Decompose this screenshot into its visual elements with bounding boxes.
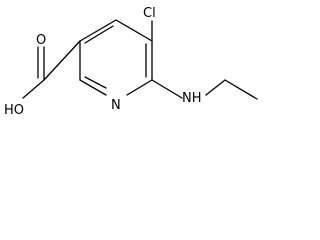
bond-c3-carboxyl xyxy=(43,40,81,81)
ring-nitrogen-label: N xyxy=(111,98,121,113)
bond-carboxyl-oh xyxy=(22,79,45,99)
bond-nh-ch2 xyxy=(205,79,226,96)
bond-n1-c2-inner xyxy=(84,76,107,89)
bond-c3-c4-inner xyxy=(84,25,114,44)
bond-c6-nh xyxy=(151,79,183,99)
amine-label: NH xyxy=(182,91,202,106)
bond-c3-c4 xyxy=(79,19,117,42)
bond-c6-n1 xyxy=(126,79,153,96)
carbonyl-oxygen-label: O xyxy=(36,33,46,48)
bond-n1-c2 xyxy=(79,79,107,96)
chlorine-label: Cl xyxy=(143,6,156,21)
bond-ch2-ch3 xyxy=(224,79,258,100)
bond-c4-c5 xyxy=(115,19,153,42)
hydroxyl-label: HO xyxy=(4,103,24,118)
chemical-structure-diagram: Cl N NH HO O xyxy=(4,6,258,118)
